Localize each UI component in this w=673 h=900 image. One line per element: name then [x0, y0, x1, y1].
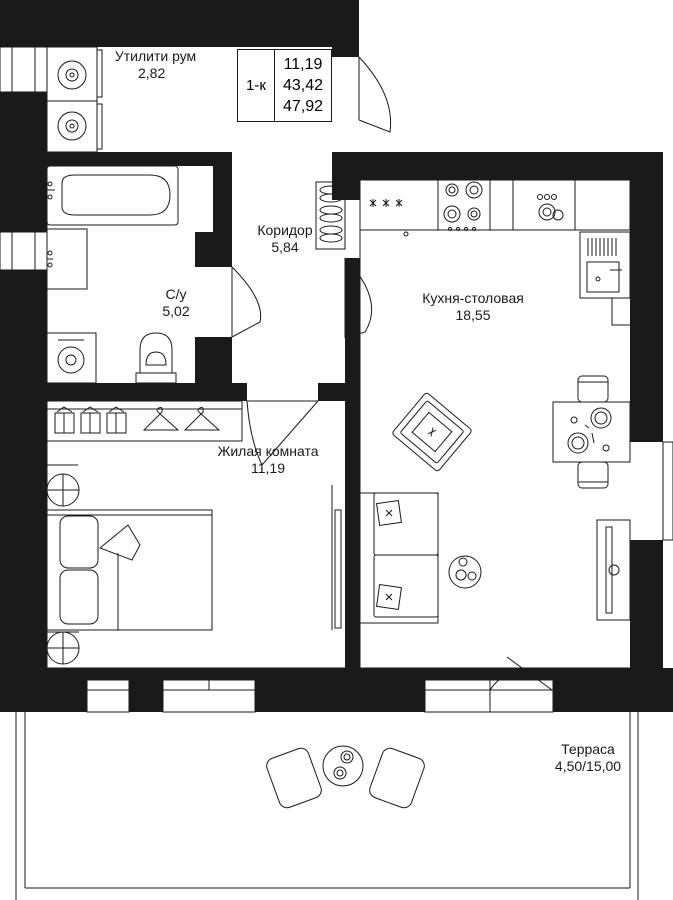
room-name-living: Жилая комната [217, 443, 319, 459]
window-utility [0, 46, 48, 93]
wall-living-corridor [318, 383, 360, 401]
coffee-table [448, 555, 482, 589]
wall-corridor-kitchen-upper [332, 152, 360, 200]
door-terrace [489, 671, 553, 691]
door-kitchen [344, 257, 373, 339]
door-utility [358, 56, 392, 133]
wall-right-upper [630, 152, 663, 442]
window-kitchen-right [662, 441, 673, 541]
room-area-terrace: 4,50/15,00 [554, 758, 622, 774]
terrace-furniture [266, 745, 425, 809]
wall-utility-bath [47, 152, 232, 166]
room-area-kitchen: 18,55 [455, 307, 491, 323]
dining-table [552, 401, 631, 463]
bathroom-fixtures [46, 165, 179, 384]
boxes [54, 406, 127, 434]
wall-kitchen-top [332, 152, 663, 180]
room-area-utility: 2,82 [138, 65, 166, 81]
pillow-bottom [59, 569, 99, 625]
washer [46, 46, 98, 102]
utility-fixtures [46, 46, 103, 153]
room-label-utility: Утилити рум 2,82 [98, 48, 213, 82]
chair-top [577, 375, 609, 403]
bathtub [46, 165, 179, 226]
hangers [142, 407, 221, 431]
wardrobe [46, 400, 243, 442]
wall-top-right-stub [332, 47, 359, 57]
wall-bath-jamb-lower [195, 337, 232, 387]
toilet-bowl [139, 332, 173, 373]
doors [231, 56, 553, 691]
apartment-type: 1-к [238, 50, 275, 121]
room-label-bathroom: С/у 5,02 [145, 286, 207, 320]
living-fixtures [46, 400, 342, 665]
chair-bottom [577, 461, 609, 489]
living-tv [334, 509, 342, 629]
wall-left [0, 47, 47, 712]
kitchen-sink [586, 261, 620, 293]
room-name-corridor: Коридор [257, 222, 313, 238]
wall-kitchen-living [345, 258, 360, 668]
room-name-terrace: Терраса [561, 741, 615, 757]
kitchen-sink-counter [579, 231, 631, 299]
decor-stars [369, 199, 403, 207]
drainer [587, 238, 617, 256]
bed [46, 509, 213, 631]
room-name-bathroom: С/у [165, 286, 187, 302]
room-label-kitchen: Кухня-столовая 18,55 [405, 290, 541, 324]
dishes [537, 194, 564, 221]
kitchen-counter [359, 179, 631, 231]
room-label-corridor: Коридор 5,84 [245, 222, 325, 256]
wall-bath-living [47, 383, 247, 401]
bath-washer [46, 332, 97, 384]
dryer [46, 100, 98, 153]
tv-cabinet [596, 519, 631, 621]
terrace [15, 712, 639, 900]
corridor-fixtures [315, 181, 346, 250]
room-label-living: Жилая комната 11,19 [205, 443, 331, 477]
door-bathroom [231, 266, 262, 338]
wall-bath-jamb-upper [195, 232, 232, 267]
armchair [392, 392, 472, 472]
room-area-corridor: 5,84 [271, 239, 299, 255]
room-label-terrace: Терраса 4,50/15,00 [538, 741, 638, 775]
windows [0, 46, 673, 713]
walls [0, 0, 673, 712]
window-kitchen [424, 679, 554, 713]
area-total-with-terrace: 47,92 [282, 98, 324, 115]
apartment-summary: 1-к 11,19 43,42 47,92 [237, 49, 332, 122]
area-living: 11,19 [283, 56, 323, 73]
toilet-tank [135, 372, 177, 384]
kitchen-fixtures [359, 179, 631, 624]
room-outlines [46, 57, 630, 669]
window-living-left [86, 679, 130, 713]
room-name-kitchen: Кухня-столовая [422, 290, 524, 306]
room-name-utility: Утилити рум [114, 48, 197, 64]
pillow-top [59, 515, 99, 569]
blanket-fold [99, 524, 141, 561]
wall-top [0, 0, 359, 47]
window-bathroom [0, 231, 48, 271]
room-area-living: 11,19 [251, 460, 285, 476]
room-area-bathroom: 5,02 [162, 303, 190, 319]
apartment-areas: 11,19 43,42 47,92 [275, 54, 331, 117]
door-living [246, 400, 319, 466]
area-total: 43,42 [282, 77, 324, 94]
shoe-rack [315, 181, 346, 250]
cooktop [443, 181, 483, 231]
